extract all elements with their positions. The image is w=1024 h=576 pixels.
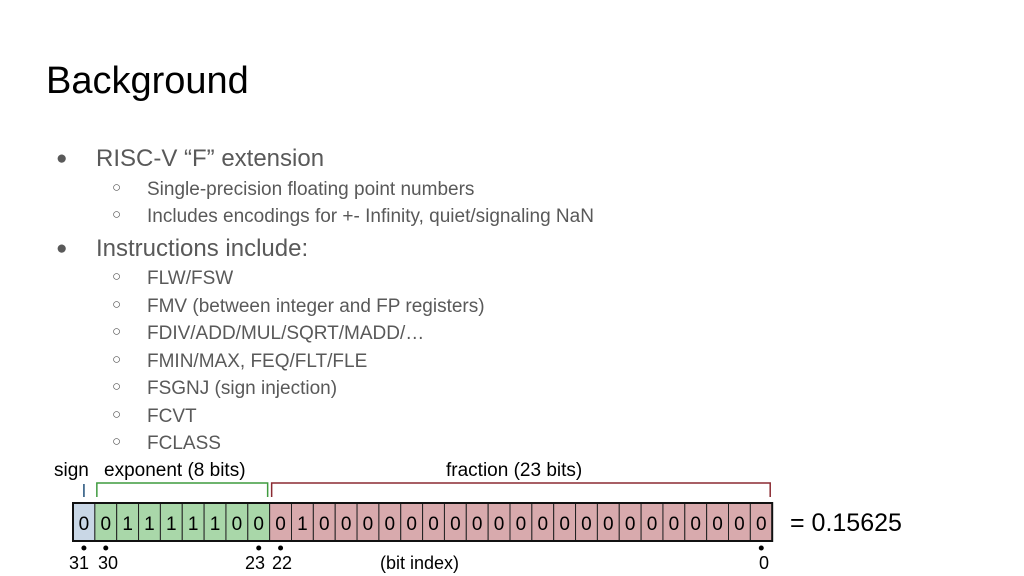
bullet-circle-icon: ○ (112, 323, 122, 340)
fraction-bracket (270, 482, 771, 497)
sub-bullet-text: FSGNJ (sign injection) (147, 378, 338, 399)
bit-index-dot (256, 545, 262, 551)
sub-bullet-item: ○ FSGNJ (sign injection) (112, 378, 338, 399)
bit-index-22: 22 (272, 553, 292, 573)
bullet-circle-icon: ○ (112, 351, 122, 368)
bit-value: 0 (559, 514, 570, 535)
bit-value: 0 (319, 514, 330, 535)
bit-value: 0 (406, 514, 417, 535)
sub-bullet-text: FDIV/ADD/MUL/SQRT/MADD/… (147, 323, 425, 344)
bit-index-dot (81, 545, 87, 551)
sub-bullet-text: FCLASS (147, 433, 221, 454)
bullet-dot-icon: ● (56, 148, 68, 169)
sub-bullet-text: Single-precision floating point numbers (147, 179, 475, 200)
sub-bullet-item: ○ FMIN/MAX, FEQ/FLT/FLE (112, 351, 368, 372)
sub-bullet-text: FMV (between integer and FP registers) (147, 296, 485, 317)
bit-index-30: 30 (98, 553, 118, 573)
bit-value: 0 (341, 514, 352, 535)
bullet-dot-icon: ● (56, 238, 68, 259)
bit-index-caption: (bit index) (380, 553, 459, 573)
sign-label: sign (54, 460, 89, 481)
bit-value: 0 (647, 514, 658, 535)
bit-value: 0 (253, 514, 264, 535)
bit-value: 0 (625, 514, 636, 535)
bit-value: 0 (363, 514, 374, 535)
bullet-circle-icon: ○ (112, 378, 122, 395)
sub-bullet-text: FMIN/MAX, FEQ/FLT/FLE (147, 351, 368, 372)
bit-frame (72, 502, 774, 542)
bit-value: 0 (428, 514, 439, 535)
bit-value: 0 (516, 514, 527, 535)
bit-index-markers (81, 545, 764, 551)
bit-index-dot (758, 545, 764, 551)
bullet-item: ● RISC-V “F” extension (56, 145, 325, 172)
bullet-text: Instructions include: (96, 235, 309, 262)
bit-value: 0 (581, 514, 592, 535)
field-brackets (83, 482, 771, 497)
bit-value: 0 (603, 514, 614, 535)
sub-bullet-item: ○ FCLASS (112, 433, 221, 454)
bit-index-dot (278, 545, 284, 551)
bullet-circle-icon: ○ (112, 296, 122, 313)
bullet-circle-icon: ○ (112, 206, 122, 223)
sub-bullet-text: FCVT (147, 406, 197, 427)
bullet-text: RISC-V “F” extension (96, 145, 325, 172)
result-value: = 0.15625 (790, 509, 902, 537)
sub-bullet-text: Includes encodings for +- Infinity, quie… (147, 206, 594, 227)
slide-title: Background (46, 60, 249, 102)
sub-bullet-item: ○ Single-precision floating point number… (112, 179, 475, 200)
sub-bullet-item: ○ FCVT (112, 406, 197, 427)
bullet-circle-icon: ○ (112, 406, 122, 423)
sub-bullet-item: ○ FMV (between integer and FP registers) (112, 296, 485, 317)
bit-value: 0 (100, 514, 111, 535)
bullet-circle-icon: ○ (112, 268, 122, 285)
bullet-circle-icon: ○ (112, 179, 122, 196)
bit-index-0: 0 (759, 553, 769, 573)
bit-value: 1 (188, 514, 199, 535)
sub-bullet-text: FLW/FSW (147, 268, 234, 289)
bit-index-23: 23 (245, 553, 265, 573)
exponent-label: exponent (8 bits) (104, 460, 246, 481)
bit-value: 1 (297, 514, 308, 535)
bullet-item: ● Instructions include: (56, 235, 309, 262)
bit-value: 0 (537, 514, 548, 535)
bit-value: 0 (385, 514, 396, 535)
bit-value: 0 (494, 514, 505, 535)
bullet-circle-icon: ○ (112, 433, 122, 450)
bit-value: 0 (472, 514, 483, 535)
sub-bullet-item: ○ Includes encodings for +- Infinity, qu… (112, 206, 594, 227)
bit-index-dot (103, 545, 109, 551)
bit-value: 1 (210, 514, 221, 535)
bit-value: 0 (275, 514, 286, 535)
bit-value: 1 (122, 514, 133, 535)
bit-value: 0 (232, 514, 243, 535)
bit-value: 0 (712, 514, 723, 535)
sub-bullet-item: ○ FDIV/ADD/MUL/SQRT/MADD/… (112, 323, 425, 344)
bit-value: 0 (450, 514, 461, 535)
fraction-label: fraction (23 bits) (446, 460, 582, 481)
bit-value: 0 (690, 514, 701, 535)
bit-value: 0 (734, 514, 745, 535)
bit-value: 1 (144, 514, 155, 535)
bit-index-31: 31 (69, 553, 89, 573)
bit-value: 0 (79, 514, 90, 535)
bit-value: 0 (756, 514, 767, 535)
exponent-bracket (96, 482, 269, 497)
bit-value: 1 (166, 514, 177, 535)
sub-bullet-item: ○ FLW/FSW (112, 268, 234, 289)
bit-value: 0 (669, 514, 680, 535)
